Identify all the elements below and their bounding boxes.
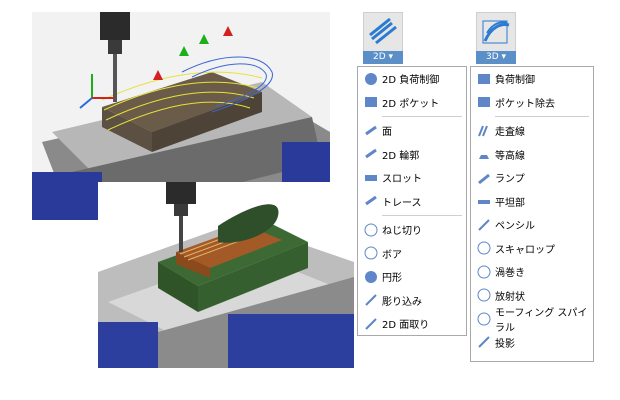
menu-item-label: 2D ポケット <box>382 98 440 110</box>
menu-item-2d-adaptive-clearing[interactable]: 2D 負荷制御 <box>358 67 466 91</box>
trace-icon <box>364 194 378 208</box>
ramp-icon <box>477 171 491 185</box>
menu-item-horizontal[interactable]: 平坦部 <box>471 190 593 214</box>
circular-icon <box>364 270 378 284</box>
2d-chamfer-icon <box>364 317 378 331</box>
menu-item-label: 走査線 <box>495 127 525 139</box>
menu-item-face[interactable]: 面 <box>358 119 466 143</box>
menu-item-label: 渦巻き <box>495 268 525 280</box>
menu-separator <box>382 215 462 216</box>
2d-pocket-icon <box>364 95 378 109</box>
spiral-icon <box>477 265 491 279</box>
3d-dropdown-label: 3D ▾ <box>476 51 516 64</box>
menu-item-label: ランプ <box>495 174 525 186</box>
menu-item-label: 2D 負荷制御 <box>382 75 440 87</box>
menu-item-label: 平坦部 <box>495 197 525 209</box>
menu-item-label: 負荷制御 <box>495 75 535 87</box>
chevron-down-icon: ▾ <box>388 52 394 62</box>
face-icon <box>364 124 378 138</box>
pocket-clearing-icon <box>477 95 491 109</box>
radial-icon <box>477 288 491 302</box>
menu-item-pocket-clearing[interactable]: ポケット除去 <box>471 91 593 115</box>
menu-item-parallel[interactable]: 走査線 <box>471 119 593 143</box>
2d-toolpath-menu: 2D 負荷制御 2D ポケット 面 2D 輪郭 スロット トレース ねじ切り ボ… <box>357 66 467 336</box>
part-render <box>98 182 354 368</box>
menu-item-label: スキャロップ <box>495 244 555 256</box>
menu-item-label: 投影 <box>495 338 515 350</box>
menu-item-circular[interactable]: 円形 <box>358 265 466 289</box>
menu-item-label: スロット <box>382 174 422 186</box>
horizontal-icon <box>477 194 491 208</box>
menu-item-label: モーフィング スパイラル <box>495 307 588 334</box>
menu-item-label: 円形 <box>382 273 402 285</box>
pencil-icon <box>477 218 491 232</box>
menu-item-label: ボア <box>382 249 402 261</box>
menu-item-label: ペンシル <box>495 221 535 233</box>
2d-dropdown-label: 2D ▾ <box>363 51 403 64</box>
menu-item-label: 2D 面取り <box>382 320 430 332</box>
menu-item-2d-chamfer[interactable]: 2D 面取り <box>358 312 466 336</box>
cam-viewport-part[interactable] <box>98 182 354 368</box>
menu-item-label: 2D 輪郭 <box>382 150 420 162</box>
menu-item-label: トレース <box>382 197 422 209</box>
menu-item-ramp[interactable]: ランプ <box>471 166 593 190</box>
menu-item-bore[interactable]: ボア <box>358 242 466 266</box>
menu-item-trace[interactable]: トレース <box>358 190 466 214</box>
menu-separator <box>495 116 589 117</box>
menu-item-spiral[interactable]: 渦巻き <box>471 260 593 284</box>
slot-icon <box>364 171 378 185</box>
menu-item-engrave[interactable]: 彫り込み <box>358 289 466 313</box>
menu-separator <box>382 116 462 117</box>
menu-item-label: ポケット除去 <box>495 98 555 110</box>
chevron-down-icon: ▾ <box>501 52 507 62</box>
bore-icon <box>364 246 378 260</box>
menu-item-scallop[interactable]: スキャロップ <box>471 237 593 261</box>
menu-item-thread[interactable]: ねじ切り <box>358 218 466 242</box>
engrave-icon <box>364 293 378 307</box>
3d-toolpath-menu: 負荷制御 ポケット除去 走査線 等高線 ランプ 平坦部 ペンシル スキャロップ … <box>470 66 594 362</box>
menu-item-project[interactable]: 投影 <box>471 331 593 355</box>
2d-contour-icon <box>364 147 378 161</box>
menu-item-2d-pocket[interactable]: 2D ポケット <box>358 91 466 115</box>
menu-item-label: 放射状 <box>495 291 525 303</box>
menu-item-pencil[interactable]: ペンシル <box>471 213 593 237</box>
menu-item-label: 彫り込み <box>382 296 422 308</box>
2d-dropdown-button[interactable]: 2D ▾ <box>363 12 403 64</box>
3d-dropdown-button[interactable]: 3D ▾ <box>476 12 516 64</box>
contour-icon <box>477 147 491 161</box>
menu-item-adaptive-clearing[interactable]: 負荷制御 <box>471 67 593 91</box>
menu-item-contour[interactable]: 等高線 <box>471 143 593 167</box>
thread-icon <box>364 223 378 237</box>
morphed-spiral-icon <box>477 312 491 326</box>
menu-item-2d-contour[interactable]: 2D 輪郭 <box>358 143 466 167</box>
scallop-icon <box>477 241 491 255</box>
menu-item-label: ねじ切り <box>382 226 422 238</box>
menu-item-label: 面 <box>382 127 392 139</box>
menu-item-radial[interactable]: 放射状 <box>471 284 593 308</box>
parallel-icon <box>477 124 491 138</box>
menu-item-slot[interactable]: スロット <box>358 166 466 190</box>
adaptive-clearing-icon <box>477 72 491 86</box>
3d-toolpath-icon <box>476 12 516 52</box>
menu-item-morphed-spiral[interactable]: モーフィング スパイラル <box>471 307 593 334</box>
2d-toolpath-icon <box>363 12 403 52</box>
project-icon <box>477 335 491 349</box>
2d-adaptive-clearing-icon <box>364 72 378 86</box>
menu-item-label: 等高線 <box>495 150 525 162</box>
